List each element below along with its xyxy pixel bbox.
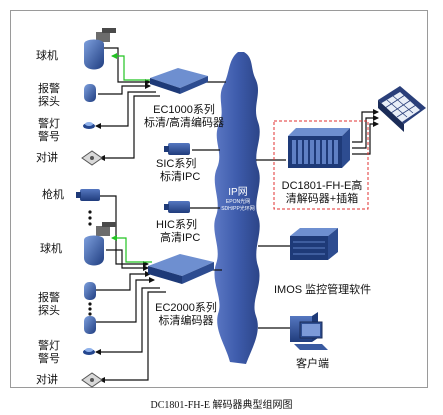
link-ec2000-light2 [95,287,160,355]
link-ec1000-light1 [95,91,156,129]
ball-camera-label: 球机 [40,243,62,255]
link-ball2-ec2000 [106,249,149,271]
link-decoder-wall-3 [352,121,379,155]
intercom-icon [81,150,103,166]
ball-camera-icon [84,222,116,266]
video-wall-icon [378,86,426,132]
link-decoder-wall-1 [352,109,379,143]
decoder-highlight-box [273,120,369,210]
imos-server-icon [290,228,338,260]
green-control-links [111,53,154,263]
sic-ipc-label-line2: 标清IPC [160,171,201,183]
green-link-2 [111,235,152,263]
more-devices-dots [88,210,92,226]
hic-ipc-label-line1: HIC系列 [156,219,197,231]
alarm-probe-label-line1: 报警 [38,83,60,95]
ec1000-label-line2: 标清/高清编码器 [143,117,225,129]
sic-ipc-camera-icon [164,143,190,155]
warning-light-icon [83,348,95,355]
ec1000-encoder-device [150,68,208,94]
imos-label: IMOS 监控管理软件 [274,284,372,296]
warning-light-label-line1: 警灯 [38,118,60,130]
link-ec1000-intercom1 [99,95,160,161]
alarm-probe-icon [84,282,96,300]
ec1000-label-line1: EC1000系列 [153,104,215,116]
connection-lines [95,47,379,383]
alarm-probe-label-line2: 探头 [38,96,60,108]
intercom-label: 对讲 [36,374,58,386]
hic-ipc-label-line2: 高清IPC [160,232,201,244]
sic-ipc-label-line1: SIC系列 [156,158,197,170]
ec2000-label-line2: 标清编码器 [158,315,214,327]
link-alarm2a-ec2000 [96,271,151,291]
ball-camera-label: 球机 [36,50,58,62]
intercom-label: 对讲 [36,152,58,164]
ec2000-label-line1: EC2000系列 [155,302,217,314]
link-alarm2b-ec2000 [96,277,155,323]
decoder-label-line2: 清解码器+插箱 [285,193,359,205]
hic-ipc-camera-icon [164,201,190,213]
green-link-1 [111,53,154,81]
warning-light-label-line1: 警灯 [38,340,60,352]
ip-network-label: IP网 EPON光网 SDH/PP光环网 [216,187,260,213]
decoder-label-line1: DC1801-FH-E高 [281,180,363,192]
ball-camera-icon [84,28,116,70]
intercom-icon [81,372,103,388]
decoder-chassis-device [288,128,350,168]
warning-light-label-line2: 警号 [38,353,60,365]
warning-light-label-line2: 警号 [38,131,60,143]
link-ball1-ec1000 [104,47,151,85]
ip-network-subtitle-2: SDH/PP光环网 [221,206,255,212]
alarm-probe-icon [84,84,96,102]
more-devices-dots [88,302,92,316]
link-alarm1-ec1000 [98,83,151,95]
ec2000-encoder-device [148,254,214,284]
alarm-probe-label-line1: 报警 [38,292,60,304]
link-gun-ec2000 [100,195,149,267]
alarm-probe-label-line2: 探头 [38,305,60,317]
gun-camera-icon [76,189,100,201]
ip-network-subtitle-1: EPON光网 [225,199,251,205]
gun-camera-label: 枪机 [42,189,64,201]
diagram-caption: DC1801-FH-E 解码器典型组网图 [150,400,293,411]
link-ec2000-intercom2 [99,291,166,383]
warning-light-icon [83,122,95,129]
client-label: 客户端 [296,358,329,370]
ip-network-title: IP网 [228,187,248,198]
client-pc-icon [290,312,328,350]
link-decoder-wall-2 [352,115,379,149]
ip-network-cloud [214,52,260,364]
alarm-probe-icon [84,316,96,334]
